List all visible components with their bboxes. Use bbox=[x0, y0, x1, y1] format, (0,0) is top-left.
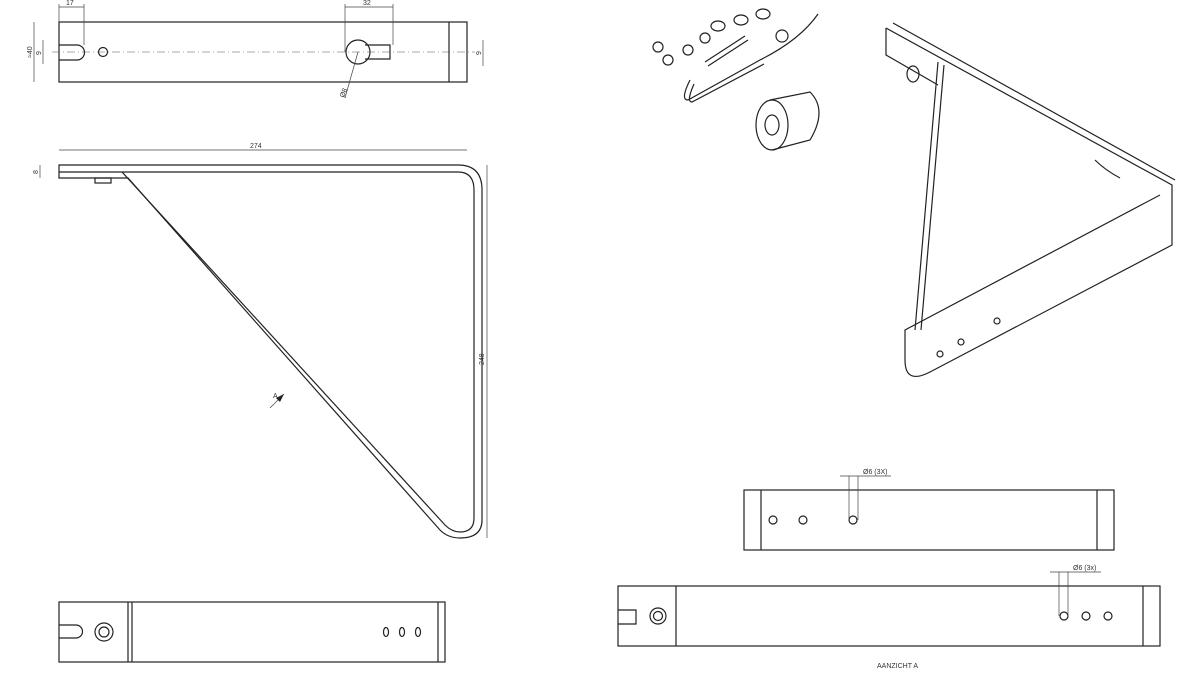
hole-note-lower: Ø6 (3x) bbox=[1073, 565, 1096, 572]
dim-slot-right: 9 bbox=[476, 51, 483, 55]
dim-height: 248 bbox=[479, 353, 486, 365]
mounting-slot bbox=[59, 44, 86, 61]
dim-hole: Ø8 bbox=[339, 87, 349, 98]
dim-thickness: 8 bbox=[33, 170, 40, 174]
dim-keyhole: 32 bbox=[363, 0, 371, 7]
view-caption: AANZICHT A bbox=[877, 663, 918, 670]
bottom-view bbox=[58, 601, 446, 663]
view-marker: A bbox=[273, 393, 278, 400]
isometric-bracket bbox=[885, 22, 1176, 378]
hole-note-upper: Ø6 (3X) bbox=[863, 469, 888, 476]
dim-width: ≈40 bbox=[27, 46, 34, 58]
hardware-kit bbox=[652, 8, 820, 151]
dim-slot: 17 bbox=[66, 0, 74, 7]
view-a-upper: Ø6 (3X) bbox=[743, 469, 1115, 551]
top-view: 17 32 ≈40 9 9 Ø8 bbox=[27, 0, 484, 99]
dim-slot-left: 9 bbox=[36, 51, 43, 55]
dim-length: 274 bbox=[250, 143, 262, 150]
view-a-lower: Ø6 (3x) AANZICHT A bbox=[617, 565, 1161, 670]
side-view: 274 8 248 A bbox=[33, 143, 488, 539]
